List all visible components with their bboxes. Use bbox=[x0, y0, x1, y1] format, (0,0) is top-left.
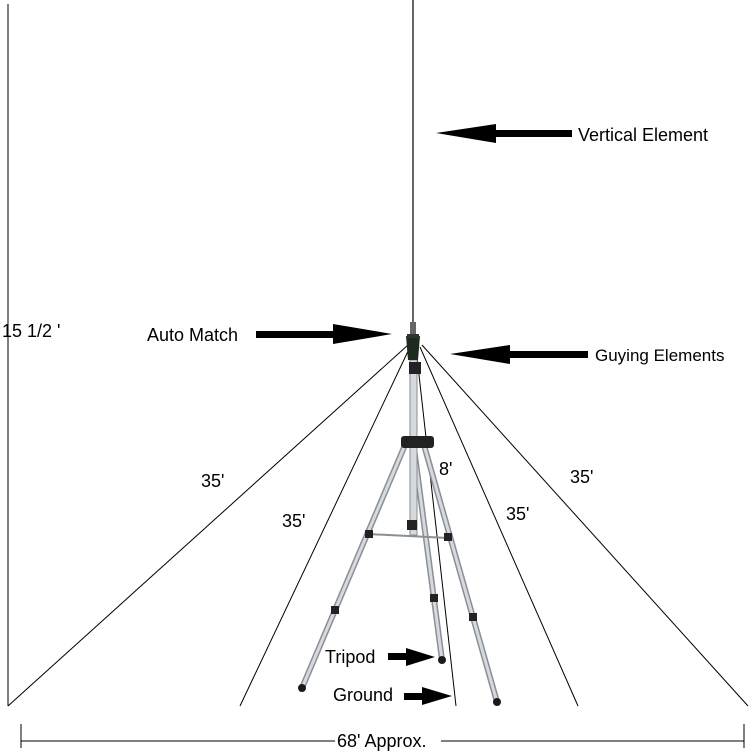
arrow-ground bbox=[404, 687, 452, 705]
label-ground: Ground bbox=[333, 685, 394, 705]
label-guy-far-right: 35' bbox=[570, 467, 594, 487]
guy-wire-inner-left bbox=[239, 346, 411, 707]
tripod-foot-left bbox=[298, 684, 306, 692]
label-auto-match: Auto Match bbox=[147, 325, 239, 345]
auto-match-unit bbox=[406, 322, 420, 360]
label-height: 15 1/2 ' bbox=[2, 321, 61, 341]
guy-wire-center bbox=[415, 347, 457, 707]
tripod-foot-center bbox=[438, 656, 446, 664]
span-dimension bbox=[20, 724, 745, 748]
tripod bbox=[298, 359, 501, 706]
label-guy-far-left: 35' bbox=[201, 471, 225, 491]
guy-wires bbox=[7, 344, 749, 707]
tripod-foot-right bbox=[493, 698, 501, 706]
tripod-head bbox=[401, 436, 434, 448]
label-guy-inner-left: 35' bbox=[282, 511, 306, 531]
arrow-auto-match bbox=[256, 324, 392, 344]
guy-wire-far-right bbox=[421, 344, 749, 707]
arrow-vertical-element bbox=[436, 124, 572, 143]
guy-wire-inner-right bbox=[419, 346, 579, 707]
label-tripod: Tripod bbox=[325, 647, 376, 667]
label-mast-section: 8' bbox=[439, 459, 453, 479]
arrows bbox=[256, 124, 588, 705]
label-span: 68' Approx. bbox=[337, 731, 427, 751]
arrow-tripod bbox=[388, 648, 435, 666]
label-vertical-element: Vertical Element bbox=[578, 125, 709, 145]
label-guying-elements: Guying Elements bbox=[595, 346, 725, 365]
tripod-brace bbox=[367, 533, 449, 539]
arrow-guying-elements bbox=[450, 345, 588, 364]
label-guy-inner-right: 35' bbox=[506, 504, 530, 524]
guy-wire-far-left bbox=[7, 344, 409, 707]
